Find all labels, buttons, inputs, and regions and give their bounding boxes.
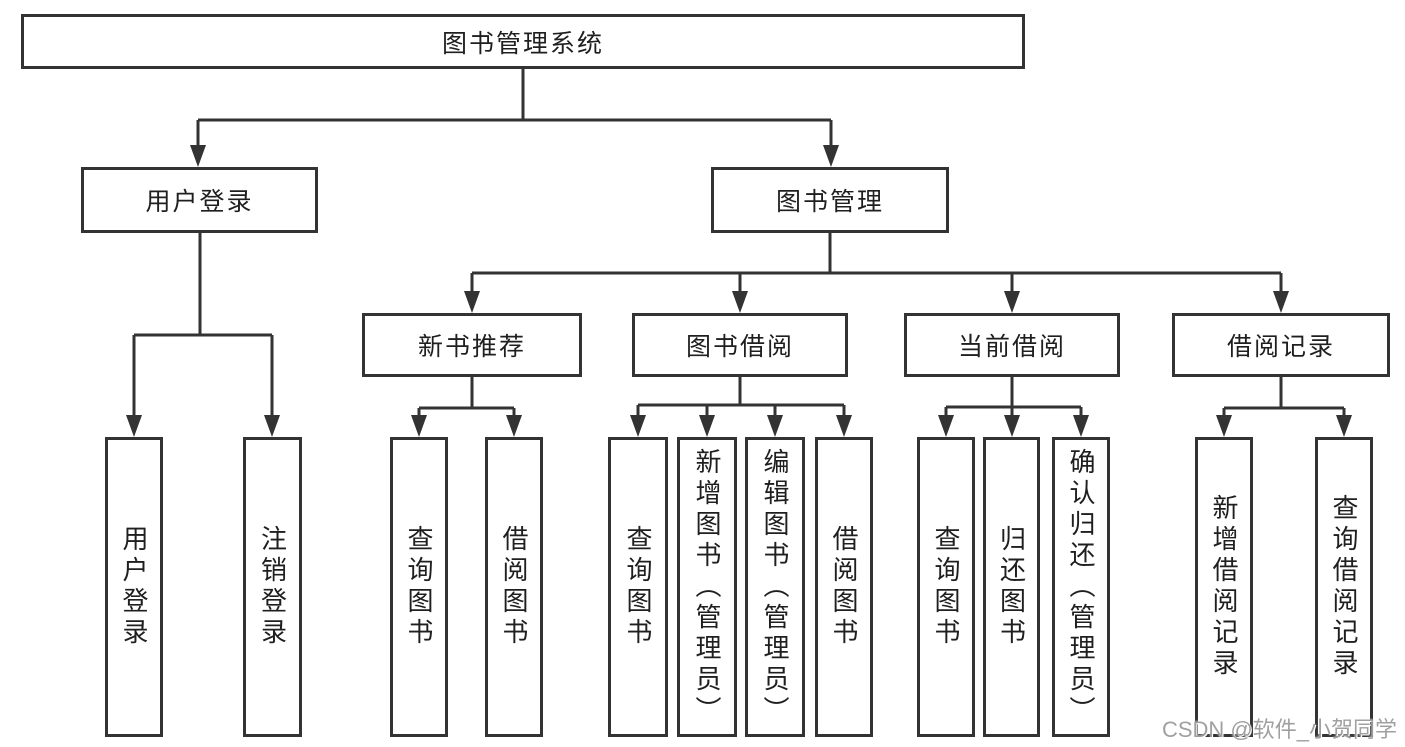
leaf-borrow-books-borrowing-label: 借阅图书	[829, 525, 859, 649]
leaf-query-books-recommend: 查询图书	[390, 437, 448, 737]
leaf-add-borrow-record: 新增借阅记录	[1195, 437, 1253, 737]
leaf-query-books-current-label: 查询图书	[931, 525, 961, 649]
leaf-edit-books-admin-label: 编辑图书（管理员）	[760, 447, 790, 727]
leaf-return-books: 归还图书	[983, 437, 1040, 737]
node-book-management-label: 图书管理	[775, 188, 884, 216]
node-library-management-system-label: 图书管理系统	[441, 29, 604, 58]
csdn-watermark: CSDN @软件_小贺同学	[1161, 717, 1397, 742]
leaf-user-login: 用户登录	[105, 437, 163, 737]
leaf-borrow-books-recommend: 借阅图书	[485, 437, 543, 737]
node-book-borrowing-label: 图书借阅	[685, 333, 794, 361]
leaf-add-books-admin: 新增图书（管理员）	[677, 437, 737, 737]
leaf-add-borrow-record-label: 新增借阅记录	[1209, 494, 1239, 680]
leaf-query-books-recommend-label: 查询图书	[404, 525, 434, 649]
leaf-borrow-books-borrowing: 借阅图书	[815, 437, 873, 737]
leaf-query-borrow-record: 查询借阅记录	[1315, 437, 1373, 737]
node-current-borrowing: 当前借阅	[904, 313, 1120, 377]
leaf-edit-books-admin: 编辑图书（管理员）	[745, 437, 805, 737]
node-user-login: 用户登录	[81, 167, 318, 233]
node-new-book-recommend-label: 新书推荐	[417, 333, 526, 361]
node-book-management: 图书管理	[711, 167, 949, 233]
node-borrow-records: 借阅记录	[1172, 313, 1390, 377]
leaf-user-login-label: 用户登录	[119, 525, 149, 649]
leaf-query-books-borrowing-label: 查询图书	[623, 525, 653, 649]
node-new-book-recommend: 新书推荐	[362, 313, 582, 377]
leaf-borrow-books-recommend-label: 借阅图书	[499, 525, 529, 649]
leaf-query-books-current: 查询图书	[917, 437, 975, 737]
leaf-query-borrow-record-label: 查询借阅记录	[1329, 494, 1359, 680]
leaf-logout-label: 注销登录	[257, 525, 288, 649]
node-library-management-system: 图书管理系统	[21, 14, 1025, 69]
leaf-add-books-admin-label: 新增图书（管理员）	[692, 447, 722, 727]
leaf-confirm-return-admin: 确认归还（管理员）	[1052, 437, 1110, 737]
leaf-confirm-return-admin-label: 确认归还（管理员）	[1066, 447, 1096, 727]
node-borrow-records-label: 借阅记录	[1226, 333, 1335, 361]
node-current-borrowing-label: 当前借阅	[957, 333, 1066, 361]
node-book-borrowing: 图书借阅	[632, 313, 848, 377]
leaf-return-books-label: 归还图书	[996, 525, 1027, 649]
leaf-query-books-borrowing: 查询图书	[608, 437, 668, 737]
node-user-login-label: 用户登录	[145, 188, 254, 216]
leaf-logout: 注销登录	[243, 437, 302, 737]
